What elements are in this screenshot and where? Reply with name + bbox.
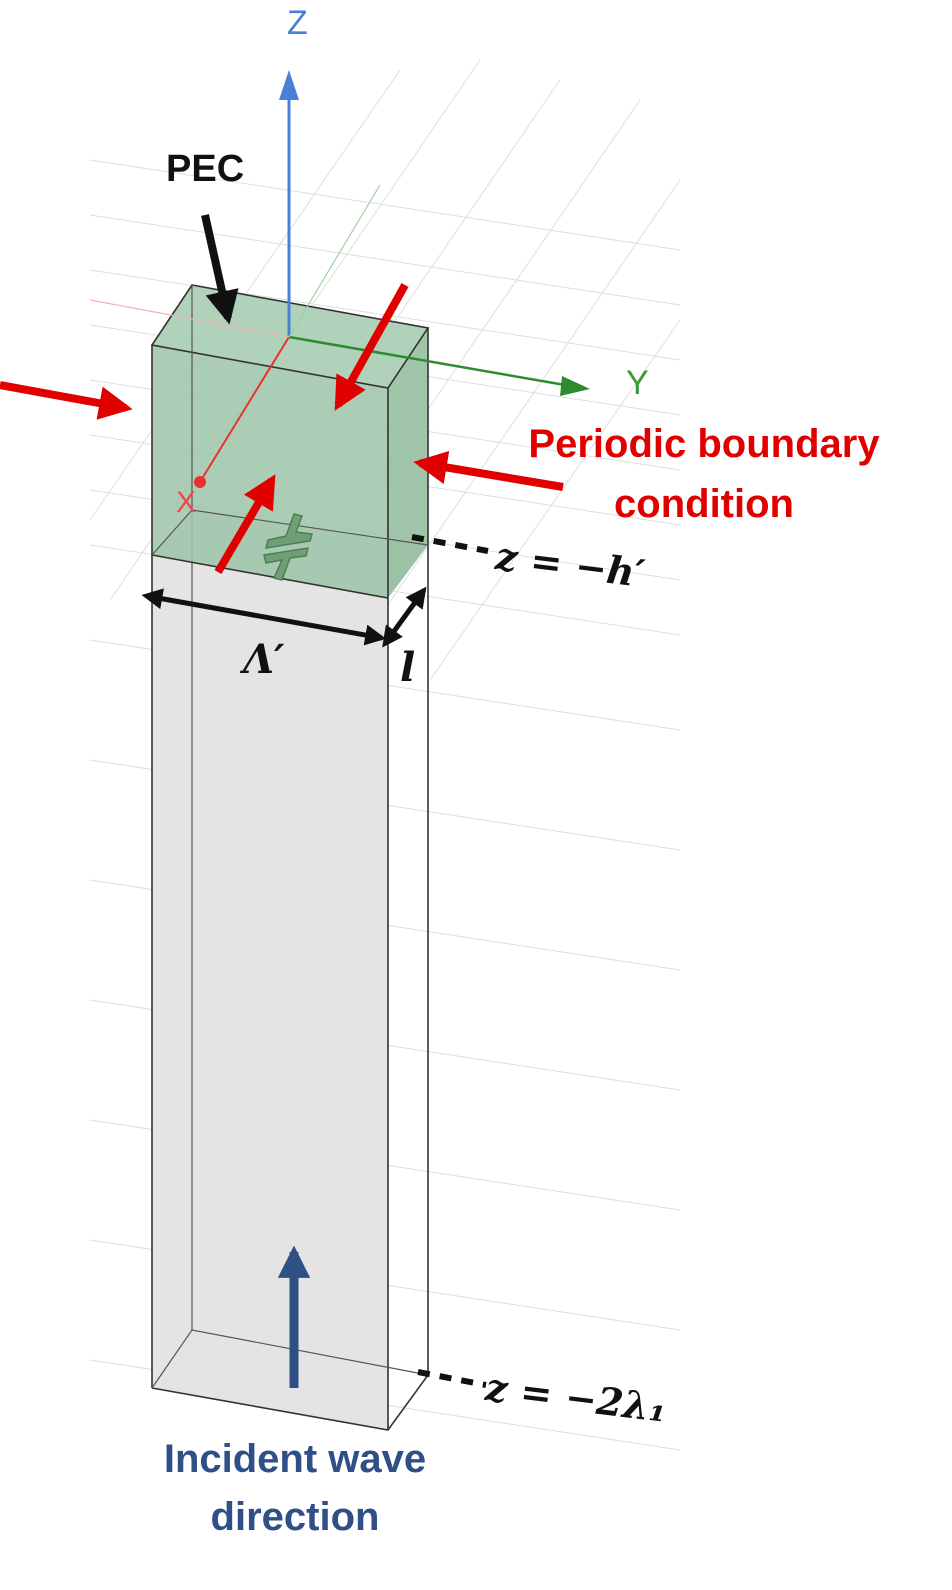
lambda-prime-label: Λ′ bbox=[243, 636, 285, 683]
periodic-arrow-right bbox=[413, 450, 564, 491]
lambda-prime-dimension-arrow bbox=[141, 588, 387, 646]
l-dimension-arrow bbox=[382, 586, 427, 648]
x-axis bbox=[199, 336, 290, 483]
y-axis-arrowhead bbox=[560, 376, 590, 396]
periodic-arrow-bottom bbox=[214, 474, 276, 575]
y-axis-label: Y bbox=[626, 364, 649, 402]
l-label: l bbox=[400, 644, 416, 691]
coordinate-axes bbox=[89, 70, 590, 488]
x-axis-label: X bbox=[176, 486, 197, 519]
pec-arrow bbox=[201, 214, 239, 325]
y-axis bbox=[288, 335, 566, 387]
periodic-boundary-label: Periodic boundary condition bbox=[528, 422, 880, 526]
pec-label: PEC bbox=[166, 148, 245, 190]
periodic-boundary-arrows bbox=[0, 283, 564, 575]
z-bottom-leader bbox=[417, 1369, 487, 1388]
x-axis-tip bbox=[194, 476, 206, 488]
waveguide-box bbox=[151, 510, 429, 1431]
periodic-arrow-top bbox=[334, 283, 409, 411]
incident-wave-label: Incident wave direction bbox=[163, 1437, 427, 1539]
z-axis-label: Z bbox=[287, 4, 308, 42]
capacitor-shaped-resonator-icon bbox=[263, 513, 313, 581]
z-axis-arrowhead bbox=[279, 70, 299, 100]
periodic-arrow-left bbox=[0, 381, 133, 420]
